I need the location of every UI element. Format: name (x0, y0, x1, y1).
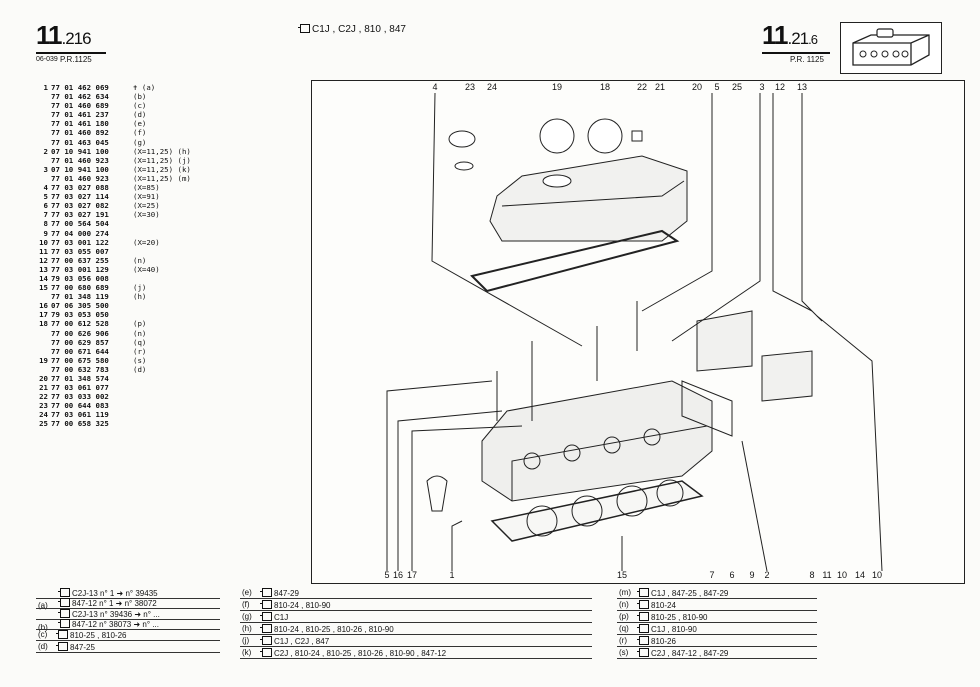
callout-label: 7 (709, 570, 714, 580)
legend-row: (g)C1J (240, 612, 592, 623)
part-row: 77 00 626 906(n) (51, 328, 147, 338)
legend-row: (n)810-24 (617, 600, 817, 611)
callout-label: 5 (384, 570, 389, 580)
part-row: 77 01 460 923(X=11,25) (j) (51, 155, 191, 165)
pr-number-left: P.R.1125 (60, 55, 92, 64)
callout-label: 21 (655, 82, 665, 92)
callout-label: 23 (465, 82, 475, 92)
callout-label: 15 (617, 570, 627, 580)
callout-label: 2 (764, 570, 769, 580)
callout-label: 4 (432, 82, 437, 92)
legend-row: (p)810-25 , 810-90 (617, 612, 817, 623)
legend-row: (r)810-26 (617, 636, 817, 647)
legend-row: (s)C2J , 847-12 , 847-29 (617, 648, 817, 659)
legend-row: (j)C1J , C2J , 847 (240, 636, 592, 647)
callout-label: 17 (407, 570, 417, 580)
legend-column-1: (a) C2J-13 n° 1 ➜ n° 39435 847-12 n° 1 ➜… (36, 588, 220, 666)
callout-label: 18 (600, 82, 610, 92)
callout-label: 10 (837, 570, 847, 580)
callout-label: 24 (487, 82, 497, 92)
callout-label: 16 (393, 570, 403, 580)
legend-row: (h)810-24 , 810-25 , 810-26 , 810-90 (240, 624, 592, 635)
callout-label: 22 (637, 82, 647, 92)
part-row: 77 00 629 857(q) (51, 337, 147, 347)
part-row: 77 01 460 923(X=11,25) (m) (51, 173, 191, 183)
callout-label: 8 (809, 570, 814, 580)
legend-row: (q)C1J , 810-90 (617, 624, 817, 635)
callout-label: 14 (855, 570, 865, 580)
part-row: 77 01 463 045(g) (51, 137, 147, 147)
callout-label: 25 (732, 82, 742, 92)
callout-label: 3 (759, 82, 764, 92)
part-row: 77 01 348 119(h) (51, 292, 147, 302)
cylinder-head-thumbnail-icon (840, 22, 942, 74)
legend-code-a: (a) (38, 601, 48, 610)
callout-label: 1 (449, 570, 454, 580)
callout-label: 20 (692, 82, 702, 92)
legend-column-2: (e)847-29(f)810-24 , 810-90(g)C1J(h)810-… (240, 588, 592, 666)
part-row: 77 01 462 634(b) (51, 92, 147, 102)
legend-row: (f)810-24 , 810-90 (240, 600, 592, 611)
legend-row: (e)847-29 (240, 588, 592, 599)
callout-label: 6 (729, 570, 734, 580)
pr-number-right: P.R. 1125 (790, 55, 824, 64)
page-number-left: 11.216 (36, 20, 92, 50)
engine-models: C1J , C2J , 810 , 847 (298, 24, 406, 35)
callout-label: 12 (775, 82, 785, 92)
callout-label: 9 (749, 570, 754, 580)
part-row: 77 01 460 689(c) (51, 101, 147, 111)
legend-row: (m)C1J , 847-25 , 847-29 (617, 588, 817, 599)
part-row: 77 01 461 180(e) (51, 119, 147, 129)
part-row: 77 00 632 783(d) (51, 364, 147, 374)
callout-label: 13 (797, 82, 807, 92)
callout-label: 10 (872, 570, 882, 580)
callout-label: 11 (822, 570, 831, 580)
part-row: 77 01 460 892(f) (51, 128, 147, 138)
legend-row: (k)C2J , 810-24 , 810-25 , 810-26 , 810-… (240, 648, 592, 659)
part-row: 77 00 671 644(r) (51, 346, 147, 356)
callout-label: 5 (714, 82, 719, 92)
callout-label: 19 (552, 82, 562, 92)
page-code: 06-039 (36, 56, 58, 63)
page-number-right: 11.21.6 (762, 20, 818, 50)
legend-column-3: (m)C1J , 847-25 , 847-29(n)810-24(p)810-… (617, 588, 817, 666)
legend-code-b: (b) (38, 623, 48, 632)
part-row: 77 01 461 237(d) (51, 110, 147, 120)
engine-icon (298, 24, 310, 33)
